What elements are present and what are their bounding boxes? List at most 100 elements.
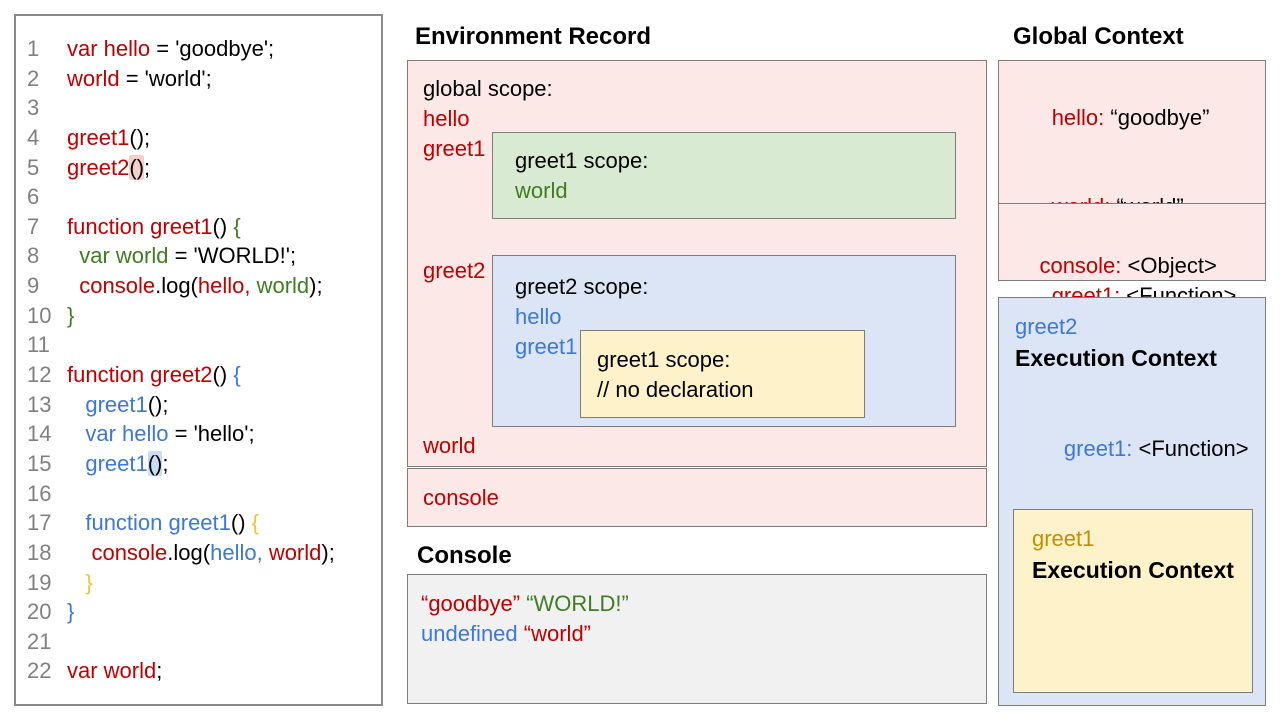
environment-record-title: Environment Record [415,23,652,50]
code-text: var world = 'WORLD!'; [67,241,296,271]
code-token: () [212,213,234,239]
code-token: function greet1 [67,213,213,239]
code-token: var world [79,243,169,269]
line-number: 12 [27,362,52,388]
code-token: world [268,539,322,565]
console-title: Console [417,542,512,569]
context-entry-value: <Object> [1121,252,1217,278]
global-var-console: console [423,485,499,510]
code-line: 7 function greet1() { [16,212,381,242]
global-scope-box: global scope: hello greet1 greet2 world … [407,60,987,467]
code-token: } [67,599,75,625]
line-number: 14 [27,421,52,447]
code-token: var hello [85,421,169,447]
code-token: greet1 [85,450,148,476]
inner-greet1-scope-box: greet1 scope: // no declaration [580,330,865,418]
code-token: greet1 [67,124,130,150]
code-token: (); [147,391,169,417]
code-token: () [147,450,163,476]
code-line: 12 function greet2() { [16,360,381,390]
code-text: greet1(); [67,449,169,479]
global-scope-label: global scope: [423,76,553,101]
code-token: world [67,65,120,91]
code-token: function greet1 [85,510,231,536]
code-token: } [67,302,75,328]
code-token: ; [144,154,151,180]
code-token: = 'WORLD!'; [168,243,297,269]
line-number: 16 [27,480,52,506]
code-line: 21 [16,627,381,657]
code-editor-panel: 1 var hello = 'goodbye'; 2 world = 'worl… [14,14,383,706]
code-token: (); [129,124,151,150]
code-token: ; [156,658,163,684]
code-line: 20 } [16,597,381,627]
context-entry-key: greet1: [1063,435,1133,461]
execution-context-title: Execution Context [1032,556,1234,583]
code-line: 17 function greet1() { [16,508,381,538]
code-line: 8 var world = 'WORLD!'; [16,241,381,271]
greet1-context-name: greet1 [1032,526,1095,551]
code-line: 22 var world; [16,656,381,686]
code-text: greet2(); [67,153,150,183]
code-text: } [67,301,74,331]
greet2-scope-box: greet2 scope: hello greet1 greet1 scope:… [492,255,956,427]
line-number: 21 [27,628,52,654]
code-line: 11 [16,330,381,360]
global-var-world: world [423,433,476,458]
code-token: { [233,213,241,239]
line-number: 3 [27,95,40,121]
context-entry-value: <Function> [1132,435,1249,461]
line-number: 4 [27,124,40,150]
context-entry: greet1: <Function> [1015,404,1249,493]
code-line: 19 } [16,568,381,598]
code-token: world [256,273,310,299]
console-output-box: “goodbye” “WORLD!” undefined “world” [407,574,987,704]
code-token: } [85,569,93,595]
greet2-scope-var-hello: hello [515,304,562,329]
line-number: 22 [27,658,52,684]
code-token: “goodbye” [421,591,521,616]
greet1-scope-var-world: world [515,178,568,203]
code-line: 3 [16,93,381,123]
context-entry-value: “goodbye” [1104,104,1210,130]
line-number: 6 [27,184,40,210]
code-text: var world; [67,656,162,686]
code-line: 14 var hello = 'hello'; [16,419,381,449]
line-number: 9 [27,273,40,299]
line-number: 13 [27,391,52,417]
line-number: 7 [27,213,40,239]
code-text: } [67,597,74,627]
code-token: greet1 [85,391,148,417]
code-token: () [129,154,145,180]
code-token: “world” [523,621,592,646]
line-number: 5 [27,154,40,180]
code-text: function greet1() { [67,508,259,538]
code-token: undefined [421,621,518,646]
code-line: 2 world = 'world'; [16,64,381,94]
line-number: 1 [27,36,40,61]
code-text: world = 'world'; [67,64,212,94]
code-line: 6 [16,182,381,212]
code-token: .log( [155,273,198,299]
execution-context-title: Execution Context [1015,344,1217,371]
code-lines: 1 var hello = 'goodbye'; 2 world = 'worl… [16,34,381,686]
code-token [67,570,85,595]
code-token: console [91,539,168,565]
line-number: 15 [27,450,52,476]
greet2-scope-var-greet1: greet1 [515,334,578,359]
code-line: 9 console.log(hello, world); [16,271,381,301]
line-number: 17 [27,510,52,536]
global-var-greet1: greet1 [423,136,486,161]
greet2-execution-context-box: greet2 Execution Context greet1: <Functi… [998,297,1266,706]
code-token: ; [162,450,169,476]
code-token [67,243,79,268]
code-text: var hello = 'goodbye'; [67,34,274,64]
code-token: = 'goodbye'; [150,36,275,61]
code-token: greet2 [67,154,130,180]
code-token [67,273,79,298]
line-number: 10 [27,302,52,328]
context-entry-key: console: [1039,252,1122,278]
code-token: () [230,510,252,536]
line-number: 19 [27,569,52,595]
greet2-context-name: greet2 [1015,314,1078,339]
